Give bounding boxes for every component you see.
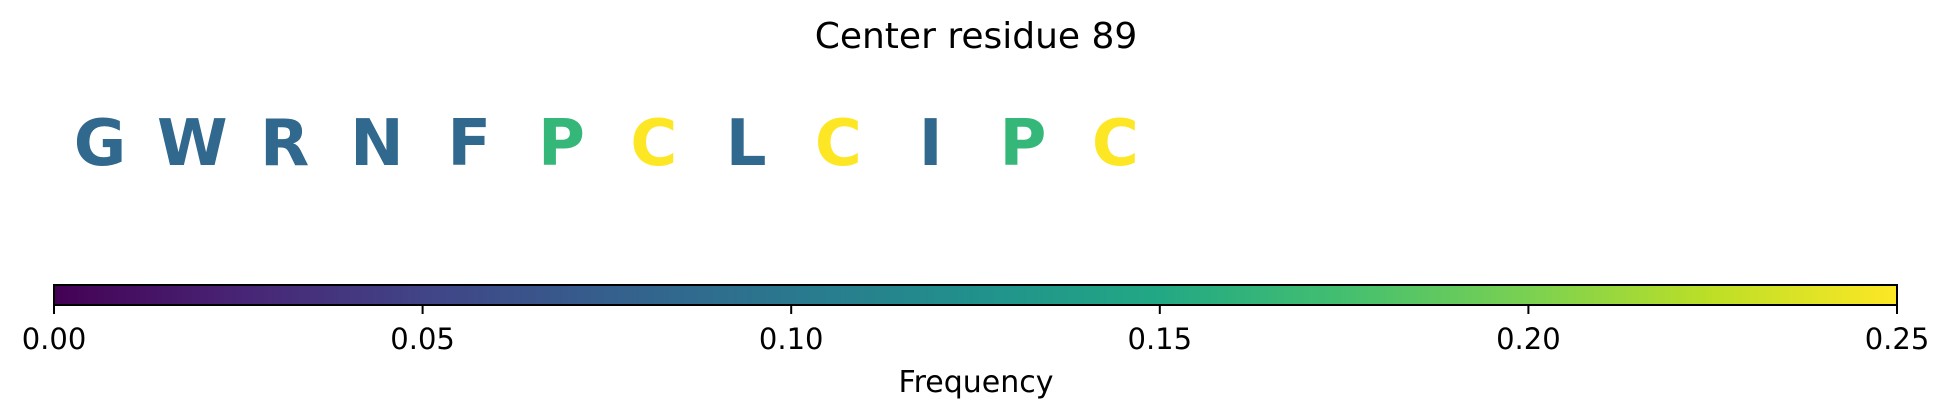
chart-title: Center residue 89	[815, 16, 1138, 57]
residue-letter: I	[919, 107, 943, 181]
colorbar-tick-label: 0.20	[1496, 322, 1561, 356]
residue-letter: P	[538, 107, 585, 181]
colorbar-label: Frequency	[899, 365, 1054, 400]
colorbar: 0.00 0.05 0.10 0.15 0.20 0.25	[22, 284, 1930, 356]
residue-letter: F	[447, 107, 491, 181]
residue-letter: C	[815, 107, 862, 181]
colorbar-tick-label: 0.10	[759, 322, 824, 356]
residue-letter: C	[1092, 107, 1139, 181]
residue-letter: W	[157, 107, 228, 181]
colorbar-tick-label: 0.00	[22, 322, 87, 356]
residue-letter: C	[630, 107, 677, 181]
residue-letter: R	[260, 107, 309, 181]
colorbar-tick-label: 0.25	[1865, 322, 1930, 356]
residue-letter: P	[1000, 107, 1047, 181]
colorbar-tick-label: 0.15	[1128, 322, 1193, 356]
colorbar-gradient	[53, 284, 1898, 306]
residue-letter: N	[350, 107, 404, 181]
colorbar-ticks: 0.00 0.05 0.10 0.15 0.20 0.25	[22, 305, 1930, 356]
colorbar-tick-label: 0.05	[390, 322, 455, 356]
residue-letter: L	[726, 107, 767, 181]
residue-letter: G	[74, 107, 127, 181]
